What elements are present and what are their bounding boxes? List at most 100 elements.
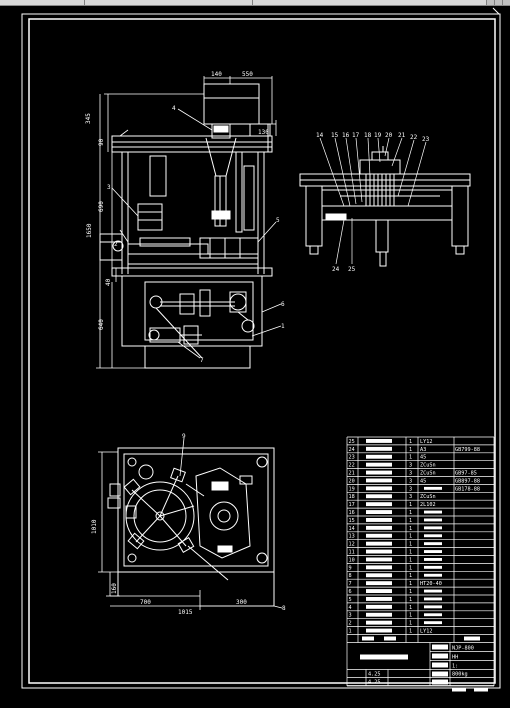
dim-1010: 1010 [91,519,98,534]
drawing-canvas[interactable]: 140 550 345 90 1650 690 40 640 130 4 3 2… [0,6,510,704]
title-label [432,671,448,677]
part-material-block [424,573,442,577]
title-date-1: 4.25 [368,672,381,678]
part-name-block [366,620,392,625]
part-name-block [366,518,392,522]
part-material-block [424,597,442,601]
part-number: 2 [349,621,352,627]
part-number: 25 [349,439,355,445]
part-name-block [366,454,392,459]
part-material: A3 [420,447,426,453]
part-material: HT20-40 [420,581,442,587]
title-date-2: 4.25 [368,680,381,686]
front-view-labels: 140 550 345 90 1650 690 40 640 130 4 3 2… [85,71,285,364]
title-label [432,644,448,650]
front-view-dimensions [96,76,282,369]
plan-frame [117,447,275,573]
header-label [362,636,374,641]
part-material: 45 [420,455,426,461]
maximize-button[interactable] [494,0,502,5]
dim-1650: 1650 [86,223,93,238]
callout-22: 22 [410,134,418,141]
header-label [384,636,396,641]
part-material: ZCuSn [420,471,436,477]
part-material: 45 [420,478,426,484]
part-number: 19 [349,486,355,492]
part-number: 16 [349,510,355,516]
plan-view-dimensions [98,437,283,610]
part-qty: 3 [409,463,412,469]
part-qty: 1 [409,534,412,540]
part-qty: 1 [409,565,412,571]
part-number: 3 [349,613,352,619]
dim-300: 300 [236,599,247,606]
part-number: 6 [349,589,352,595]
part-name-block [366,589,392,593]
toolbar-segment[interactable] [252,0,487,5]
toolbar-segment[interactable] [84,0,253,5]
upper-plate [111,135,273,153]
callout-17: 17 [352,132,360,139]
part-qty: 3 [409,486,412,492]
part-name-block [366,557,392,562]
dim-160: 160 [111,583,118,594]
part-qty: 1 [409,629,412,635]
part-number: 18 [349,494,355,500]
dim-690: 690 [98,201,105,212]
part-material-block [424,613,442,617]
part-qty: 1 [409,550,412,556]
callout-18: 18 [364,132,372,139]
part-qty: 1 [409,613,412,619]
callout-14: 14 [316,132,324,139]
part-material: ZCuSn [420,494,436,500]
callout-25: 25 [348,266,356,273]
part-qty: 1 [409,557,412,563]
title-label [432,679,448,685]
part-qty: 1 [409,589,412,595]
part-name-block [366,541,392,546]
part-material-block [424,589,442,593]
title-label [452,687,466,692]
dim-700: 700 [140,599,151,606]
dim-640: 640 [98,319,105,330]
cad-drawing: 140 550 345 90 1650 690 40 640 130 4 3 2… [21,7,501,692]
title-weight: 800kg [452,672,468,678]
callout-24: 24 [332,266,340,273]
toolbar-segment[interactable] [0,0,85,5]
callout-9: 9 [182,433,186,440]
dim-1015: 1015 [178,609,193,616]
part-number: 13 [349,534,355,540]
dim-140: 140 [211,71,222,78]
part-standard: GB97-85 [455,471,477,477]
part-material-block [424,565,442,569]
part-name-block [366,604,392,609]
part-name-block [366,494,392,499]
callout-15: 15 [331,132,339,139]
hopper-box [203,83,260,125]
dim-40: 40 [105,278,112,286]
part-standard: GB897-88 [455,478,480,484]
callout-23: 23 [422,136,430,143]
part-qty: 3 [409,494,412,500]
callout-19: 19 [374,132,382,139]
part-material-block [424,550,442,553]
part-qty: 1 [409,447,412,453]
part-qty: 1 [409,573,412,579]
part-number: 15 [349,518,355,524]
part-name-block [366,628,392,633]
part-number: 7 [349,581,352,587]
close-button[interactable] [502,0,510,5]
part-name-block [366,510,392,514]
callout-7: 7 [200,357,204,364]
part-name-block [366,549,392,554]
minimize-button[interactable] [486,0,494,5]
callout-6: 6 [281,301,285,308]
part-name-block [366,478,392,483]
part-number: 11 [349,550,355,556]
part-name-block [366,573,392,578]
callout-2: 2 [114,241,118,248]
dim-345: 345 [85,113,92,124]
part-material: LY12 [420,439,433,445]
inner-frame [28,18,496,684]
